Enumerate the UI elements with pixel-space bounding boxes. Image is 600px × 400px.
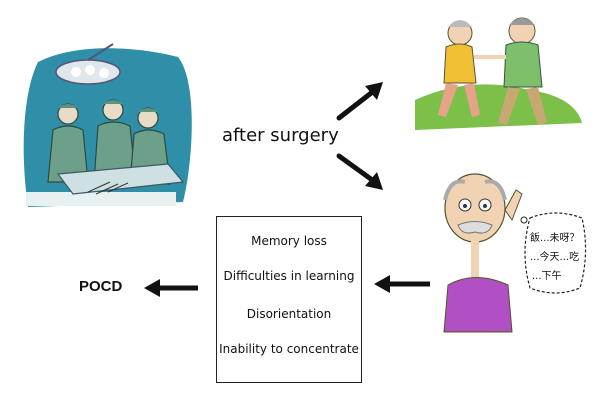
arrow-down-right <box>336 153 383 190</box>
bubble-line-1: 飯...未呀？ <box>530 233 580 244</box>
arrow-left-to-pocd <box>144 279 198 297</box>
bubble-line-3: ...下午 <box>532 271 562 282</box>
symptom-learning-difficulties: Difficulties in learning <box>223 269 355 283</box>
bubble-line-2: ...今天...吃 <box>530 252 580 263</box>
symptom-disorientation: Disorientation <box>246 307 332 321</box>
pocd-label: POCD <box>79 278 123 295</box>
speech-bubble <box>520 212 587 294</box>
symptom-box: Memory loss Difficulties in learning Dis… <box>216 216 362 383</box>
arrow-up-right <box>336 82 383 121</box>
symptom-inability-to-concentrate: Inability to concentrate <box>219 342 359 356</box>
after-surgery-label: after surgery <box>222 125 339 146</box>
healthy-elderly-couple-illustration <box>415 17 582 130</box>
surgery-illustration <box>23 43 192 207</box>
arrow-left-to-symptoms <box>374 275 430 293</box>
confused-elderly-man-illustration <box>443 173 523 333</box>
symptom-memory-loss: Memory loss <box>251 234 327 248</box>
